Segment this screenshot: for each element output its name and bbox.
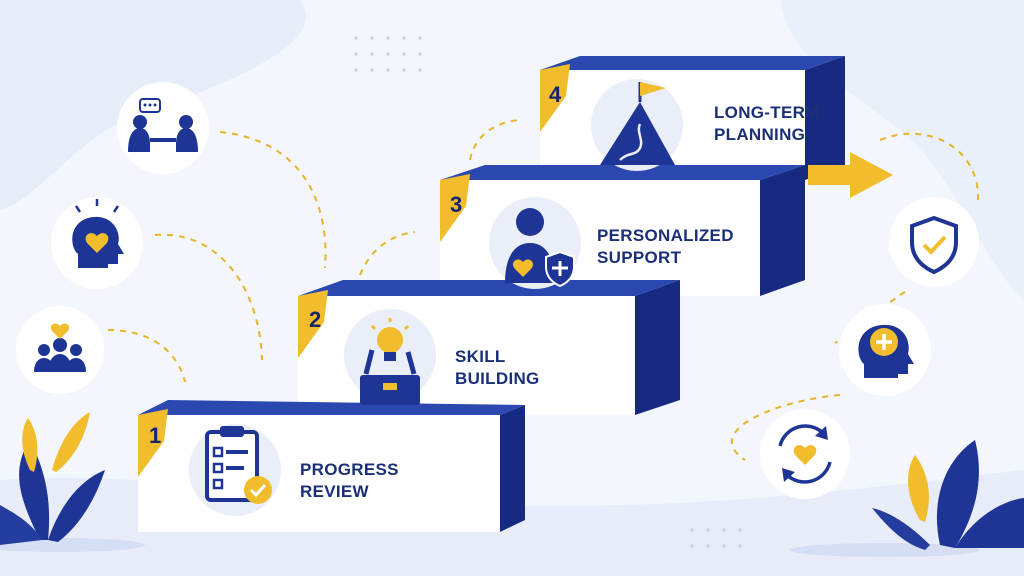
step-3-number: 3 [450,192,462,217]
plant-left-icon [0,412,105,545]
step-2 [298,280,680,415]
dot-grid-bottom [690,528,742,548]
step-2-label-line2: BUILDING [455,369,540,388]
step-1-label-line2: REVIEW [300,482,370,501]
staircase [138,56,845,532]
brain-care-icon [839,304,931,396]
mind-heart-icon [51,197,143,289]
toolbox-lightbulb-icon [344,309,436,405]
plant-right-icon [872,440,1024,550]
step-1-label-line1: PROGRESS [300,460,399,479]
heart-cycle-icon [760,409,850,499]
mountain-flag-icon [591,79,683,171]
step-4-label-line2: PLANNING [714,125,805,144]
left-side-icons [16,82,209,394]
step-2-label-line1: SKILL [455,347,506,366]
step-4-label-line1: LONG-TERM [714,103,820,122]
step-1 [138,400,525,532]
counseling-session-icon [117,82,209,174]
community-heart-icon [16,306,104,394]
shield-check-icon [889,197,979,287]
step-3-label-line1: PERSONALIZED [597,226,734,245]
person-shield-icon [489,197,581,289]
step-3 [440,165,805,296]
right-side-icons [760,197,979,499]
growth-arrow-icon [808,152,893,198]
step-4-number: 4 [549,82,562,107]
step-3-label-line2: SUPPORT [597,248,682,267]
step-4 [540,56,845,180]
dot-grid-top [354,36,422,72]
step-content: 1 2 3 4 PROGRESS REVIEW SKILL BUILDING P… [149,79,820,516]
step-1-number: 1 [149,423,161,448]
clipboard-check-icon [189,424,281,516]
step-2-number: 2 [309,307,321,332]
